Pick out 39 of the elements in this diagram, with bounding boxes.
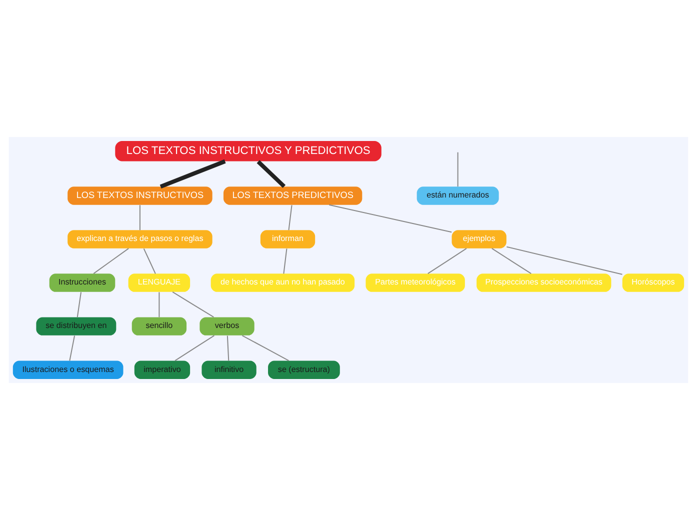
connector [158,292,160,318]
connector [69,336,76,361]
node-box: Ilustraciones o esquemas [12,360,124,379]
connector [457,152,458,187]
connector [143,248,156,274]
node-box: infinitivo [202,360,256,379]
node-box: sencillo [132,317,187,336]
connector [329,204,452,233]
node-box: imperativo [134,360,190,379]
node-box: LENGUAJE [128,274,190,292]
node-box: informan [260,230,316,248]
node-box: LOS TEXTOS PREDICTIVOS [223,186,362,205]
node-box: Prospecciones socioeconómicas [476,274,612,292]
connector [492,248,532,274]
node-box: Instrucciones [49,274,116,292]
node-box: explican a través de pasos o reglas [68,230,212,248]
connector [76,292,82,318]
node-box: verbos [200,317,254,336]
node-box: Partes meteorológicos [366,274,465,292]
node-box: están numerados [416,186,499,205]
node-box: se distribuyen en [36,317,116,336]
connector [226,336,230,361]
node-box: LOS TEXTOS INSTRUCTIVOS Y PREDICTIVOS [115,141,382,162]
connector [174,335,214,362]
connector [93,248,129,274]
node-box: se (estructura) [268,360,340,379]
connector [242,335,290,362]
connector [288,205,292,230]
connector [256,160,286,188]
connector [172,292,214,318]
connector [139,205,140,230]
node-box: ejemplos [452,230,506,248]
node-box: LOS TEXTOS INSTRUCTIVOS [68,186,212,205]
connector [428,248,467,274]
node-box: Horóscopos [622,274,684,292]
connector [506,246,622,275]
connector [160,159,226,188]
node-box: de hechos que aun no han pasado [210,274,355,292]
connector [283,248,288,274]
